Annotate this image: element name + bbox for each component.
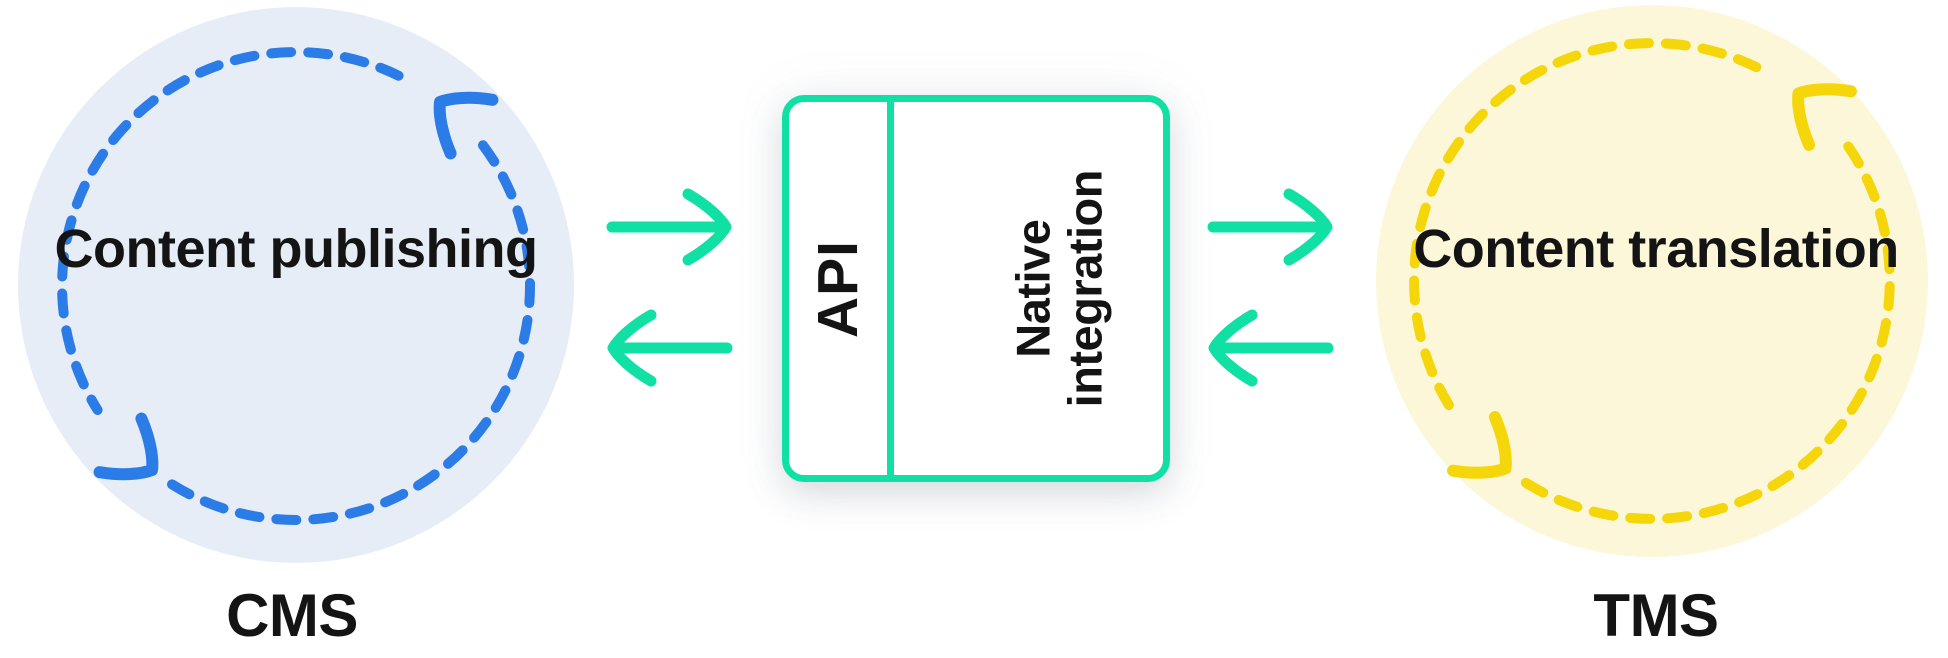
cms-cycle-dashed-ring — [57, 47, 535, 525]
tms-cycle-arrow-icon — [1792, 83, 1857, 151]
tms-circle-title: Content translation — [1413, 219, 1899, 279]
cms-cycle-arrow-icon — [433, 91, 499, 160]
api-label: API — [806, 239, 871, 338]
tms-label: TMS — [1593, 582, 1719, 649]
tms-cycle-arrow-icon — [1447, 411, 1512, 479]
cms-circle — [18, 7, 574, 563]
native-integration-label: Native integration — [1006, 169, 1112, 408]
tms-circle — [1376, 5, 1928, 557]
cms-circle-title: Content publishing — [54, 219, 538, 279]
api-to-cms-arrow-icon — [607, 309, 733, 387]
integration-box: API Native integration — [782, 95, 1170, 482]
native-integration-column: Native integration — [894, 102, 1224, 475]
cms-label: CMS — [226, 582, 358, 649]
tms-to-api-arrow-icon — [1208, 309, 1334, 387]
cms-cycle-arrow-icon — [93, 412, 159, 481]
api-to-tms-arrow-icon — [1207, 188, 1333, 266]
tms-circle-group — [1376, 5, 1928, 557]
cms-circle-group — [18, 7, 574, 563]
cms-to-api-arrow-icon — [606, 188, 732, 266]
tms-cycle-dashed-ring — [1409, 38, 1895, 524]
api-column: API — [789, 102, 895, 475]
